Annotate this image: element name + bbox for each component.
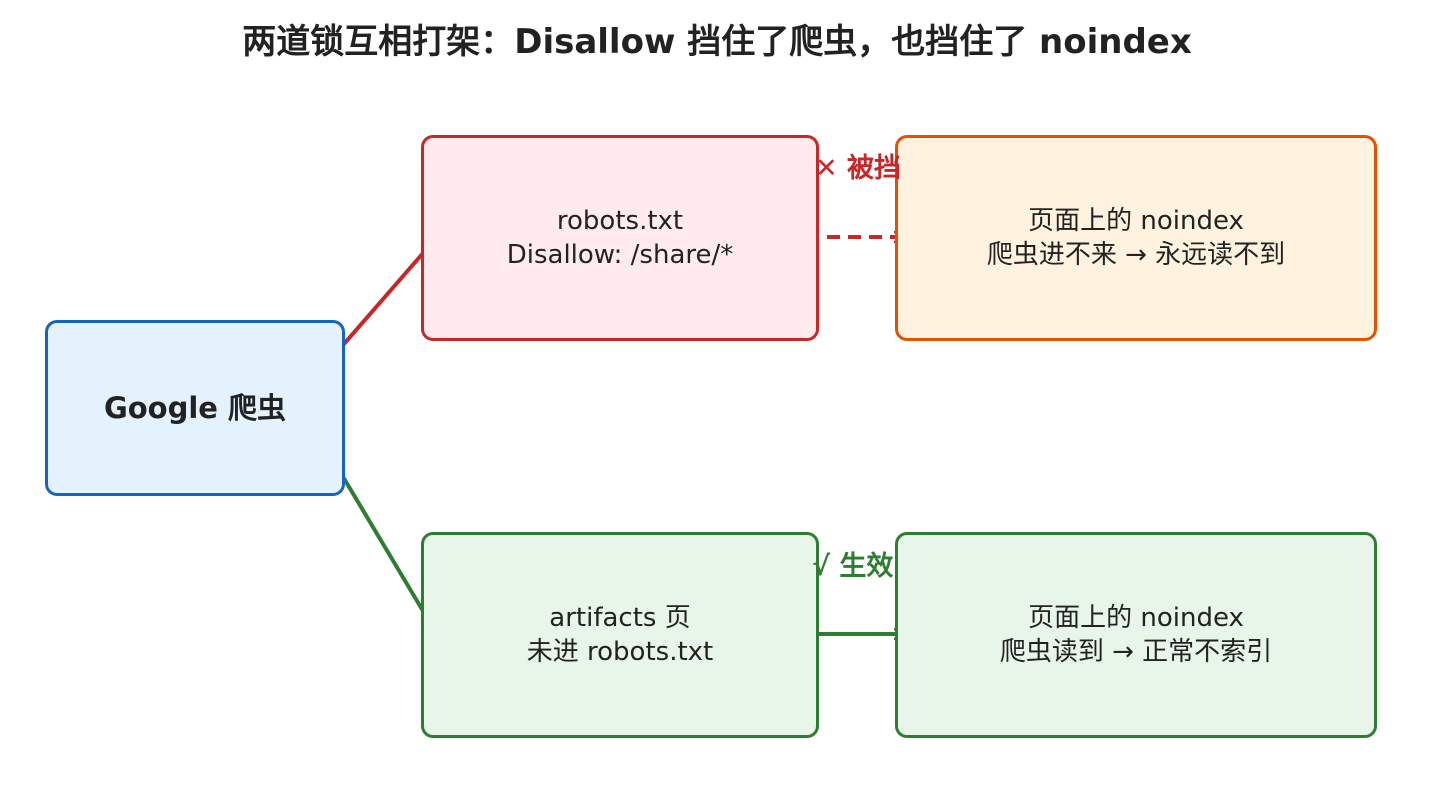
effective-page-line2: 爬虫读到 → 正常不索引 (999, 637, 1273, 667)
effective-page-line1: 页面上的 noindex (1028, 603, 1244, 633)
diagram-title: 两道锁互相打架：Disallow 挡住了爬虫，也挡住了 noindex (242, 22, 1192, 62)
blocked-page-line2: 爬虫进不来 → 永远读不到 (986, 240, 1286, 270)
robots-node: robots.txt Disallow: /share/* (421, 135, 819, 341)
artifacts-line1: artifacts 页 (549, 603, 691, 633)
blocked-page-node: 页面上的 noindex 爬虫进不来 → 永远读不到 (895, 135, 1377, 341)
artifacts-node: artifacts 页 未进 robots.txt (421, 532, 819, 738)
robots-line1: robots.txt (556, 206, 684, 236)
artifacts-line2: 未进 robots.txt (526, 637, 714, 667)
blocked-edge-label: ✕ 被挡 (815, 153, 902, 184)
effective-edge-label: √ 生效 (812, 551, 894, 582)
robots-line2: Disallow: /share/* (506, 240, 734, 270)
blocked-page-line1: 页面上的 noindex (1028, 206, 1244, 236)
crawler-node: Google 爬虫 (45, 320, 345, 496)
effective-page-node: 页面上的 noindex 爬虫读到 → 正常不索引 (895, 532, 1377, 738)
crawler-label: Google 爬虫 (103, 391, 287, 425)
arrow-crawler-to-artifacts (328, 453, 432, 626)
arrow-crawler-to-robots (328, 244, 431, 362)
